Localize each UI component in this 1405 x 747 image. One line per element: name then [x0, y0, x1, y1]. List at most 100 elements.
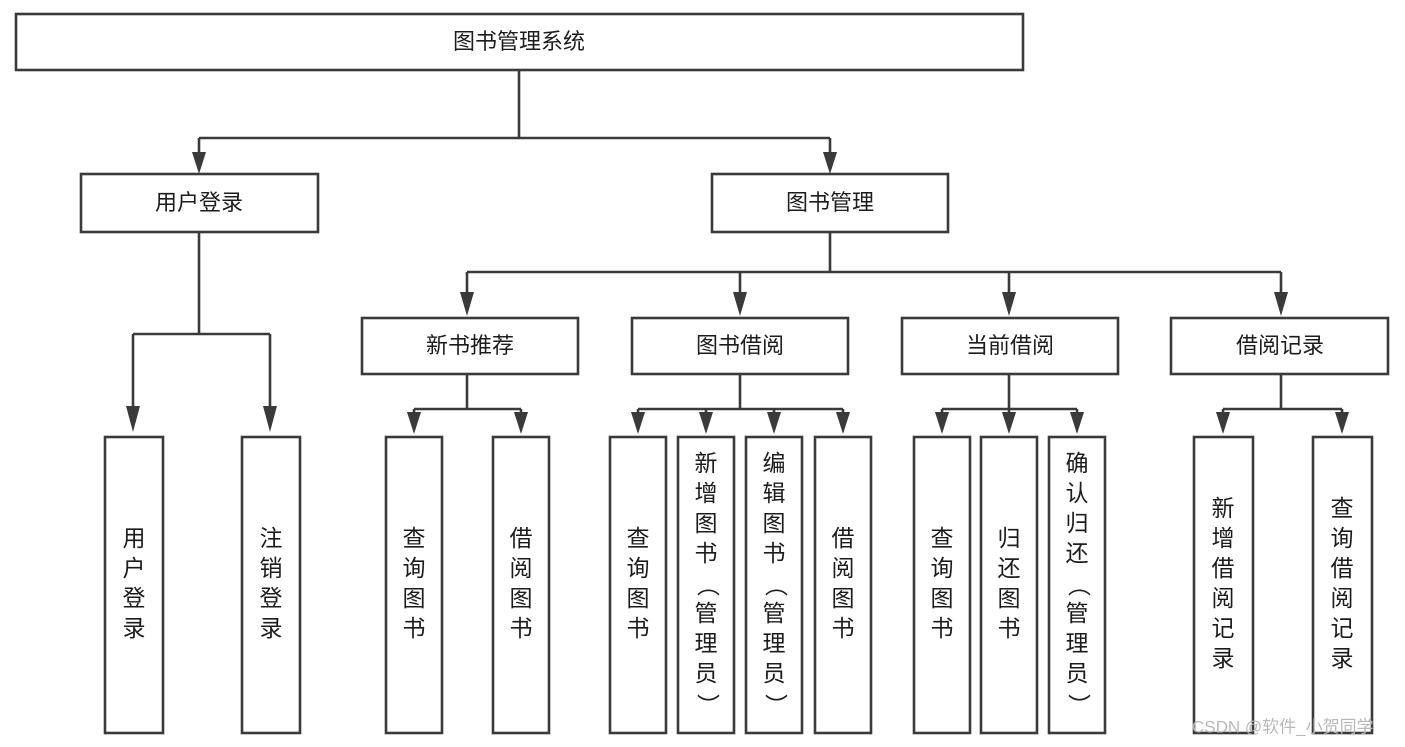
node-user-login-box[interactable]	[79, 172, 320, 234]
leaf-label-char: 理	[695, 630, 718, 656]
leaf-label-char: 辑	[763, 480, 786, 506]
leaf-label-char: 录	[123, 615, 146, 641]
node-book-manage-label: 图书管理	[786, 190, 874, 215]
leaf-label-char: 归	[998, 525, 1021, 551]
leaf-label-char: 员	[763, 660, 786, 686]
leaf-label-char: 询	[1331, 525, 1354, 551]
leaf-label-char: （	[1066, 574, 1092, 597]
leaf-edit-book-box[interactable]	[744, 435, 804, 735]
leaf-logout-login-box[interactable]	[240, 435, 302, 735]
arrow-head-leaf-borrow-book-1	[514, 412, 528, 434]
arrow-head-new-book-recommend	[460, 292, 474, 316]
leaf-label-char: 新	[695, 450, 718, 476]
leaf-borrow-book-2-box[interactable]	[813, 435, 873, 735]
leaf-label-char: 图	[403, 585, 426, 611]
node-book-manage-box[interactable]	[710, 172, 950, 234]
arrow-head-leaf-return-book	[1002, 412, 1016, 434]
node-book-borrow-box[interactable]	[630, 316, 850, 376]
leaf-query-book-3-box[interactable]	[912, 435, 972, 735]
node-borrow-record-label: 借阅记录	[1236, 333, 1324, 358]
leaf-label-char: 录	[260, 615, 283, 641]
node-current-borrow[interactable]: 当前借阅	[900, 316, 1120, 376]
arrow-head-leaf-query-record	[1335, 412, 1349, 434]
node-book-manage[interactable]: 图书管理	[710, 172, 950, 234]
leaf-label-char: 阅	[832, 555, 855, 581]
node-root[interactable]: 图书管理系统	[14, 12, 1025, 72]
leaf-label-char: 还	[1066, 540, 1089, 566]
node-root-box[interactable]	[14, 12, 1025, 72]
leaf-query-book-1-box[interactable]	[384, 435, 444, 735]
leaf-return-book-box[interactable]	[979, 435, 1039, 735]
leaf-label-char: 记	[1212, 615, 1235, 641]
leaf-query-book-2-box[interactable]	[608, 435, 668, 735]
arrow-head-leaf-add-book	[699, 412, 713, 434]
leaf-label-char: 书	[931, 615, 954, 641]
leaf-label-char: 借	[510, 525, 533, 551]
leaf-label-char: 书	[403, 615, 426, 641]
csdn-watermark: CSDN @软件_小贺同学	[1192, 717, 1374, 736]
leaf-label-char: 查	[403, 525, 426, 551]
leaf-label-char: 询	[403, 555, 426, 581]
leaf-add-record-box[interactable]	[1192, 435, 1255, 735]
leaf-add-book-box[interactable]	[676, 435, 736, 735]
leaf-borrow-book-1-box[interactable]	[491, 435, 551, 735]
leaf-query-record-box[interactable]	[1311, 435, 1374, 735]
arrow-head-leaf-add-record	[1216, 412, 1230, 434]
leaf-label-char: 销	[260, 555, 283, 581]
leaf-label-char: 录	[1331, 645, 1354, 671]
leaf-label-char: 注	[260, 525, 283, 551]
node-new-book-recommend-box[interactable]	[360, 316, 580, 376]
node-new-book-recommend[interactable]: 新书推荐	[360, 316, 580, 376]
arrow-head-user-login	[192, 152, 206, 174]
leaf-user-login-box[interactable]	[103, 435, 165, 735]
leaf-label-char: 图	[832, 585, 855, 611]
leaf-label-char: 图	[695, 510, 718, 536]
leaf-user-login[interactable]: 用户登录	[103, 435, 165, 735]
leaf-label-char: 登	[123, 585, 146, 611]
leaf-label-char: 书	[627, 615, 650, 641]
leaf-label-char: 员	[1066, 660, 1089, 686]
node-user-login[interactable]: 用户登录	[79, 172, 320, 234]
leaf-label-char: ）	[695, 694, 721, 717]
node-book-borrow[interactable]: 图书借阅	[630, 316, 850, 376]
arrow-head-current-borrow	[1002, 292, 1016, 316]
leaf-label-char: 登	[260, 585, 283, 611]
arrow-head-leaf-query-book-1	[407, 412, 421, 434]
arrow-head-leaf-query-book-2	[631, 412, 645, 434]
node-current-borrow-box[interactable]	[900, 316, 1120, 376]
leaf-label-char: 询	[627, 555, 650, 581]
node-borrow-record-box[interactable]	[1169, 316, 1390, 376]
leaf-confirm-return-box[interactable]	[1047, 435, 1107, 735]
node-user-login-label: 用户登录	[155, 190, 243, 215]
leaf-label-char: 查	[931, 525, 954, 551]
leaf-label-char: 员	[695, 660, 718, 686]
node-borrow-record[interactable]: 借阅记录	[1169, 316, 1390, 376]
leaf-label-char: 还	[998, 555, 1021, 581]
leaf-label-char: 询	[931, 555, 954, 581]
leaf-label-char: 阅	[510, 555, 533, 581]
leaf-label-char: 认	[1066, 480, 1089, 506]
arrow-head-leaf-query-book-3	[935, 412, 949, 434]
